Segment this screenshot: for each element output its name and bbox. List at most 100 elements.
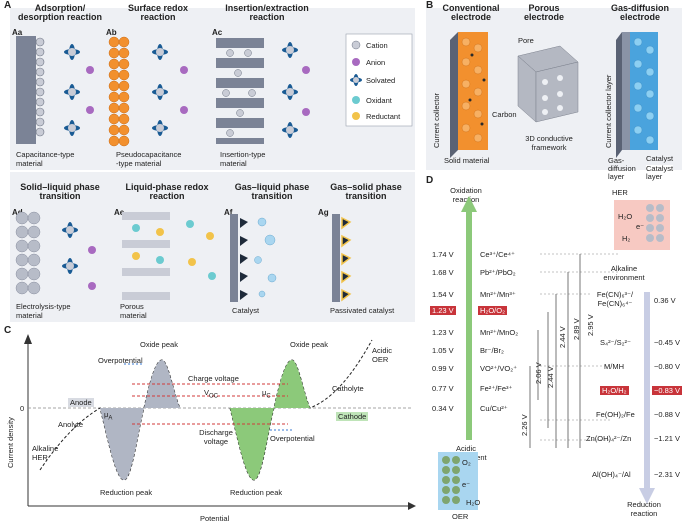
right-v-3: −0.83 V xyxy=(652,386,683,395)
d-her-h2o: H₂O xyxy=(618,212,633,221)
d-alkaline-env: Alkaline environment xyxy=(603,264,645,282)
left-v-0: 1.74 V xyxy=(432,250,454,259)
gde-collector xyxy=(616,32,622,158)
right-v-6: −2.31 V xyxy=(654,470,681,479)
framework-label: 3D conductive framework xyxy=(525,134,573,152)
legend-cation: Cation xyxy=(366,41,388,50)
anions xyxy=(86,66,310,290)
c-overpotential-2: Overpotential xyxy=(270,434,315,443)
right-v-1: −0.45 V xyxy=(654,338,681,347)
left-v-7: 0.77 V xyxy=(432,384,454,393)
pore-label: Pore xyxy=(518,36,534,45)
c-oxide-peak-1: Oxide peak xyxy=(140,340,178,349)
cation-icon xyxy=(351,40,361,50)
anion-icon xyxy=(352,58,360,66)
d-reduction-label: Reduction reaction xyxy=(627,500,661,518)
conv-particles xyxy=(461,37,483,143)
ac-intercalated-ions xyxy=(222,49,256,137)
af-tag: Af xyxy=(224,208,233,217)
c-overpotential-1: Overpotential xyxy=(98,356,143,365)
af-title: Gas–liquid phase transition xyxy=(234,182,310,201)
left-couple-8: Cu/Cu²⁺ xyxy=(480,404,508,413)
d-gap-arrows xyxy=(529,254,581,448)
porous-title: Porous electrode xyxy=(523,3,565,22)
porous-pores xyxy=(542,75,563,115)
left-v-2: 1.54 V xyxy=(432,290,454,299)
right-couple-2: M/MH xyxy=(604,362,624,371)
left-couple-0: Ce³⁺/Ce⁴⁺ xyxy=(480,250,515,259)
ad-particles xyxy=(15,211,41,295)
c-discharge-voltage: Discharge voltage xyxy=(199,428,233,446)
conv-title: Conventional electrode xyxy=(442,3,500,22)
solvated-ions xyxy=(62,42,298,274)
panel-a-bottom-bg xyxy=(10,172,415,322)
d-her-label: HER xyxy=(612,188,628,197)
right-v-5: −1.21 V xyxy=(654,434,681,443)
left-couple-2: Mn²⁺/Mn³⁺ xyxy=(480,290,516,299)
c-anolyte-label: Anolyte xyxy=(58,420,84,429)
ac-layers xyxy=(216,38,264,144)
right-v-4: −0.88 V xyxy=(654,410,681,419)
right-couple-6: Al(OH)₄⁻/Al xyxy=(592,470,631,479)
gde-catalyst-label: Catalyst xyxy=(646,154,674,163)
ab-tag: Ab xyxy=(106,28,117,37)
aa-surface-cations xyxy=(35,37,45,137)
ag-substrate xyxy=(332,214,340,302)
af-substrate xyxy=(230,214,238,302)
c-zero: 0 xyxy=(20,404,25,413)
legend-anion: Anion xyxy=(366,58,386,67)
left-couple-5: Br⁻/Br₂ xyxy=(480,346,504,355)
right-couple-5: Zn(OH)₄²⁻/Zn xyxy=(586,434,632,443)
d-oer-spheres xyxy=(442,456,460,504)
c-oxide-peak-2: Oxide peak xyxy=(290,340,328,349)
reductant-icon xyxy=(352,112,360,120)
c-reduction-peak-1: Reduction peak xyxy=(100,488,153,497)
gap-0: 2.95 V xyxy=(586,314,595,336)
left-couple-4: Mn²⁺/MnO₂ xyxy=(480,328,519,337)
gdl-label: Gas- diffusion layer xyxy=(608,156,636,181)
ag-tag: Ag xyxy=(318,208,329,217)
ab-pseudocap-particles xyxy=(108,36,130,147)
ad-caption: Electrolysis-type material xyxy=(16,302,71,320)
gde-title: Gas-diffusion electrode xyxy=(611,3,669,22)
c-anode-label: Anode xyxy=(68,398,94,407)
d-her-spheres xyxy=(646,204,664,242)
panel-d-letter: D xyxy=(426,175,434,186)
right-couple-3: H₂O/H₂ xyxy=(600,386,629,395)
c-voc-label: VOC xyxy=(204,388,219,400)
ac-title: Insertion/extraction reaction xyxy=(225,3,309,22)
af-caption: Catalyst xyxy=(232,306,260,315)
c-mu-c-label: μC xyxy=(262,388,271,400)
panel-a-illustrations xyxy=(15,33,413,302)
c-acidic-oer: Acidic OER xyxy=(372,346,393,364)
c-mu-a-label: μA xyxy=(104,410,113,422)
d-oer-h2o: H₂O xyxy=(466,498,481,507)
af-bubbles xyxy=(254,217,277,298)
gde-particles xyxy=(633,37,655,145)
c-reduction-peak-2: Reduction peak xyxy=(230,488,283,497)
left-v-6: 0.99 V xyxy=(432,364,454,373)
left-couple-7: Fe²⁺/Fe³⁺ xyxy=(480,384,513,393)
cl-label: Catalyst layer xyxy=(646,164,674,181)
right-v-2: −0.80 V xyxy=(654,362,681,371)
panel-c-plot xyxy=(24,334,416,510)
legend-solvated: Solvated xyxy=(366,76,396,85)
ae-caption: Porous material xyxy=(120,302,147,320)
d-green-bar xyxy=(466,208,472,440)
panel-b-letter: B xyxy=(426,0,434,11)
right-couple-4: Fe(OH)₂/Fe xyxy=(596,410,635,419)
d-oer-e: e⁻ xyxy=(462,480,471,489)
gap-5: 2.26 V xyxy=(520,414,529,436)
c-xlabel: Potential xyxy=(200,514,230,523)
c-catholyte-label: Catholyte xyxy=(332,384,364,393)
left-v-3: 1.23 V xyxy=(430,306,456,315)
aa-caption: Capacitance-type material xyxy=(16,150,75,168)
c-cathode-label: Cathode xyxy=(336,412,369,421)
ae-title: Liquid-phase redox reaction xyxy=(125,182,209,201)
d-oer-o2: O₂ xyxy=(462,458,471,467)
af-catalyst xyxy=(240,218,248,300)
d-oer-label: OER xyxy=(452,512,469,521)
ag-caption: Passivated catalyst xyxy=(330,306,395,315)
ab-title: Surface redox reaction xyxy=(127,3,189,22)
